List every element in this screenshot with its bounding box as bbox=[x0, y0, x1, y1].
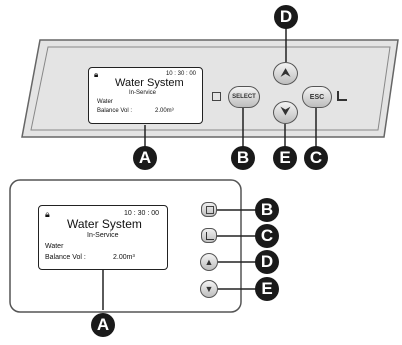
chevron-up-icon: ⮝ bbox=[280, 67, 291, 79]
chevron-down-icon: ⮟ bbox=[280, 106, 291, 118]
callout-c-top: C bbox=[304, 146, 328, 170]
select-button-label: SELECT bbox=[232, 94, 256, 100]
top-lcd-screen: 🔒︎ 10 : 30 : 00 Water System In-Service … bbox=[88, 67, 203, 124]
back-icon bbox=[337, 91, 347, 101]
bottom-lcd-line1: Water bbox=[45, 243, 64, 250]
top-panel-bezel bbox=[30, 46, 391, 131]
down-button[interactable]: ⮟ bbox=[273, 101, 298, 124]
triangle-up-icon: ▲ bbox=[204, 257, 214, 267]
top-lcd-title: Water System bbox=[115, 77, 184, 89]
callout-c-bottom: C bbox=[255, 224, 279, 248]
bottom-lcd-balance-value: 2.00m³ bbox=[113, 254, 135, 261]
top-lcd-balance-value: 2.00m³ bbox=[155, 108, 174, 114]
callout-b-bottom: B bbox=[255, 198, 279, 222]
callout-a-bottom: A bbox=[91, 313, 115, 337]
callout-d-top: D bbox=[274, 5, 298, 29]
top-lcd-status: In-Service bbox=[129, 90, 157, 96]
back-icon bbox=[206, 232, 214, 240]
bottom-lcd-time: 10 : 30 : 00 bbox=[123, 210, 159, 217]
callout-e-top: E bbox=[273, 146, 297, 170]
esc-button[interactable]: ESC bbox=[302, 86, 332, 108]
bottom-lcd-status: In-Service bbox=[87, 232, 119, 239]
top-lcd-balance-label: Balance Vol : bbox=[97, 108, 133, 114]
up-button-bottom[interactable]: ▲ bbox=[200, 253, 218, 271]
top-lcd-line1: Water bbox=[97, 99, 113, 105]
down-button-bottom[interactable]: ▼ bbox=[200, 280, 218, 298]
menu-icon bbox=[212, 92, 221, 101]
callout-d-bottom: D bbox=[255, 250, 279, 274]
lock-icon: 🔒︎ bbox=[94, 70, 99, 79]
callout-b-top: B bbox=[231, 146, 255, 170]
callout-a-top: A bbox=[133, 146, 157, 170]
select-button-bottom[interactable] bbox=[201, 202, 217, 217]
up-button[interactable]: ⮝ bbox=[273, 62, 298, 85]
bottom-lcd-screen: 🔒︎ 10 : 30 : 00 Water System In-Service … bbox=[38, 205, 168, 270]
lock-icon: 🔒︎ bbox=[45, 209, 50, 219]
top-lcd-time: 10 : 30 : 00 bbox=[165, 71, 196, 77]
bottom-lcd-title: Water System bbox=[67, 217, 142, 231]
triangle-down-icon: ▼ bbox=[204, 284, 214, 294]
esc-button-bottom[interactable] bbox=[201, 228, 217, 243]
callout-e-bottom: E bbox=[255, 277, 279, 301]
bottom-lcd-balance-label: Balance Vol : bbox=[45, 254, 86, 261]
select-button[interactable]: SELECT bbox=[228, 86, 260, 108]
menu-icon bbox=[206, 206, 214, 214]
top-panel-body bbox=[21, 39, 399, 138]
esc-button-label: ESC bbox=[309, 93, 325, 101]
